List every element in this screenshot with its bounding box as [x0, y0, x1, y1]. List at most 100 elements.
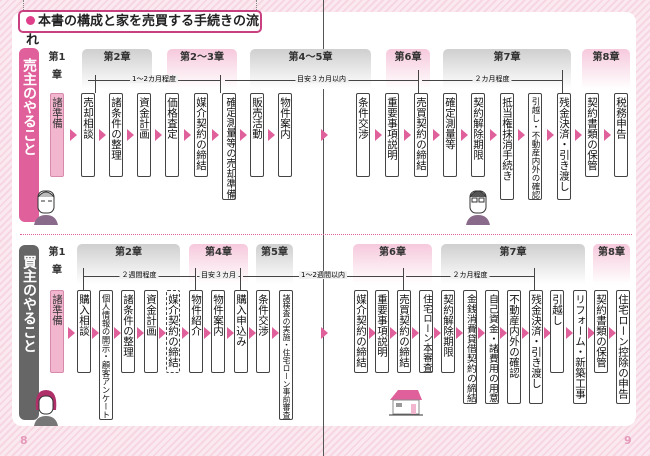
flow-arrow-icon — [518, 129, 525, 141]
duration-tick — [403, 268, 404, 290]
seller-step-box: 契約解除期限 — [471, 93, 485, 177]
flow-arrow-icon — [478, 327, 485, 339]
seller-step-box: 資金計画 — [137, 93, 151, 177]
seller-step-box: 重要事項説明 — [385, 93, 399, 177]
duration-tick — [220, 75, 221, 93]
seller-step-box: 抵当権抹消手続き — [500, 93, 514, 200]
buyer-chapter-header: 第6章 — [353, 244, 432, 284]
flow-arrow-icon — [604, 129, 611, 141]
flow-arrow-icon — [404, 129, 411, 141]
duration-label: 目安３カ月 — [196, 270, 241, 281]
flow-arrow-icon — [609, 327, 616, 339]
duration-text: ２週間程度 — [119, 271, 159, 279]
flow-arrow-icon — [204, 327, 211, 339]
flow-arrow-icon — [321, 327, 328, 339]
buyer-step-box: 諸検査の実施・住宅ローン事前審査 — [279, 290, 293, 420]
seller-step-box: 契約書類の保管 — [585, 93, 599, 177]
flow-arrow-icon — [272, 327, 279, 339]
flow-arrow-icon — [575, 129, 582, 141]
bullet-icon — [26, 16, 35, 25]
flow-arrow-icon — [182, 327, 189, 339]
flow-arrow-icon — [490, 129, 497, 141]
duration-tick — [240, 268, 241, 290]
duration-label: ２週間程度 — [117, 270, 162, 281]
duration-text: 1～2カ月程度 — [130, 75, 178, 83]
seller-agent-avatar-icon — [466, 190, 490, 225]
flow-arrow-icon — [434, 327, 441, 339]
duration-tick — [534, 268, 535, 290]
flow-arrow-icon — [461, 129, 468, 141]
pin-line — [23, 0, 24, 10]
duration-tick — [95, 75, 96, 93]
flow-arrow-icon — [268, 129, 275, 141]
duration-text: 目安３カ月 — [199, 271, 238, 279]
buyer-step-box: 諸条件の整理 — [121, 290, 135, 373]
seller-step-box: 確定測量等の売却準備 — [222, 93, 236, 200]
buyer-step-box: リフォーム・新築工事 — [573, 290, 587, 404]
duration-text: 目安３カ月以内 — [295, 75, 348, 83]
buyer-row-label: 買主のやること — [19, 245, 39, 420]
flow-arrow-icon — [92, 327, 99, 339]
buyer-step-box: 自己資金・諸費用の用意 — [485, 290, 499, 404]
flow-arrow-icon — [566, 327, 573, 339]
seller-duration-line: ２カ月程度 — [422, 75, 562, 83]
flow-arrow-icon — [249, 327, 256, 339]
flow-arrow-icon — [456, 327, 463, 339]
buyer-avatar-icon — [34, 390, 58, 426]
flow-arrow-icon — [114, 327, 121, 339]
duration-label: 1～2カ月程度 — [127, 74, 181, 85]
flow-arrow-icon — [212, 129, 219, 141]
seller-duration-line: 目安３カ月以内 — [225, 75, 418, 83]
buyer-duration-line: ２カ月程度 — [406, 271, 534, 279]
flow-arrow-icon — [240, 129, 247, 141]
seller-step-box: 確定測量等 — [443, 93, 457, 177]
buyer-step-box: 引越し — [550, 290, 564, 373]
buyer-step-box: 媒介契約の締結 — [166, 290, 180, 373]
buyer-step-box: 購入相談 — [77, 290, 91, 373]
seller-step-box: 売却相談 — [81, 93, 95, 177]
buyer-duration-line: 1～2週間以内 — [243, 271, 403, 279]
duration-label: ２カ月程度 — [448, 270, 493, 281]
flow-arrow-icon — [321, 129, 328, 141]
duration-tick — [195, 268, 196, 290]
seller-step-box: 諸準備 — [50, 93, 64, 177]
flow-arrow-icon — [522, 327, 529, 339]
flow-arrow-icon — [500, 327, 507, 339]
pin-line — [256, 0, 257, 10]
flow-arrow-icon — [433, 129, 440, 141]
buyer-step-box: 不動産内外の確認 — [507, 290, 521, 404]
buyer-duration-line: ２週間程度 — [83, 271, 195, 279]
duration-tick — [418, 70, 419, 93]
buyer-chapter-header: 第7章 — [441, 244, 585, 284]
seller-chapter-header: 第2～3章 — [167, 49, 237, 89]
seller-step-box: 販売活動 — [250, 93, 264, 177]
flow-arrow-icon — [70, 129, 77, 141]
page-number-left: 8 — [20, 434, 28, 447]
buyer-step-box: 物件案内 — [211, 290, 225, 373]
seller-chapter-header: 第8章 — [582, 49, 630, 89]
seller-chapter-header: 第6章 — [386, 49, 430, 89]
flow-arrow-icon — [375, 129, 382, 141]
seller-step-box: 残金決済・引き渡し — [557, 93, 571, 200]
buyer-chapter-header: 第1章 — [48, 247, 66, 276]
flow-arrow-icon — [369, 327, 376, 339]
seller-duration-line: 1～2カ月程度 — [88, 75, 220, 83]
buyer-step-box: 契約書類の保管 — [594, 290, 608, 373]
seller-step-box: 税務申告 — [614, 93, 628, 177]
duration-tick — [562, 70, 563, 93]
seller-step-box: 引越し・不動産内外の確認 — [528, 93, 542, 200]
seller-step-box: 売買契約の締結 — [414, 93, 428, 177]
book-spine — [323, 0, 324, 456]
duration-tick — [83, 268, 84, 290]
seller-step-box: 媒介契約の締結 — [194, 93, 208, 177]
duration-label: ２カ月程度 — [470, 74, 515, 85]
flow-arrow-icon — [99, 129, 106, 141]
duration-label: 目安３カ月以内 — [292, 74, 351, 85]
seller-step-box: 条件交渉 — [356, 93, 370, 177]
flow-arrow-icon — [184, 129, 191, 141]
seller-step-box: 諸条件の整理 — [109, 93, 123, 177]
duration-label: 1～2週間以内 — [296, 270, 350, 281]
buyer-step-box: 金銭消費貸借契約の締結 — [463, 290, 477, 404]
buyer-step-box: 物件紹介 — [189, 290, 203, 373]
buyer-step-box: 契約解除期限 — [441, 290, 455, 373]
